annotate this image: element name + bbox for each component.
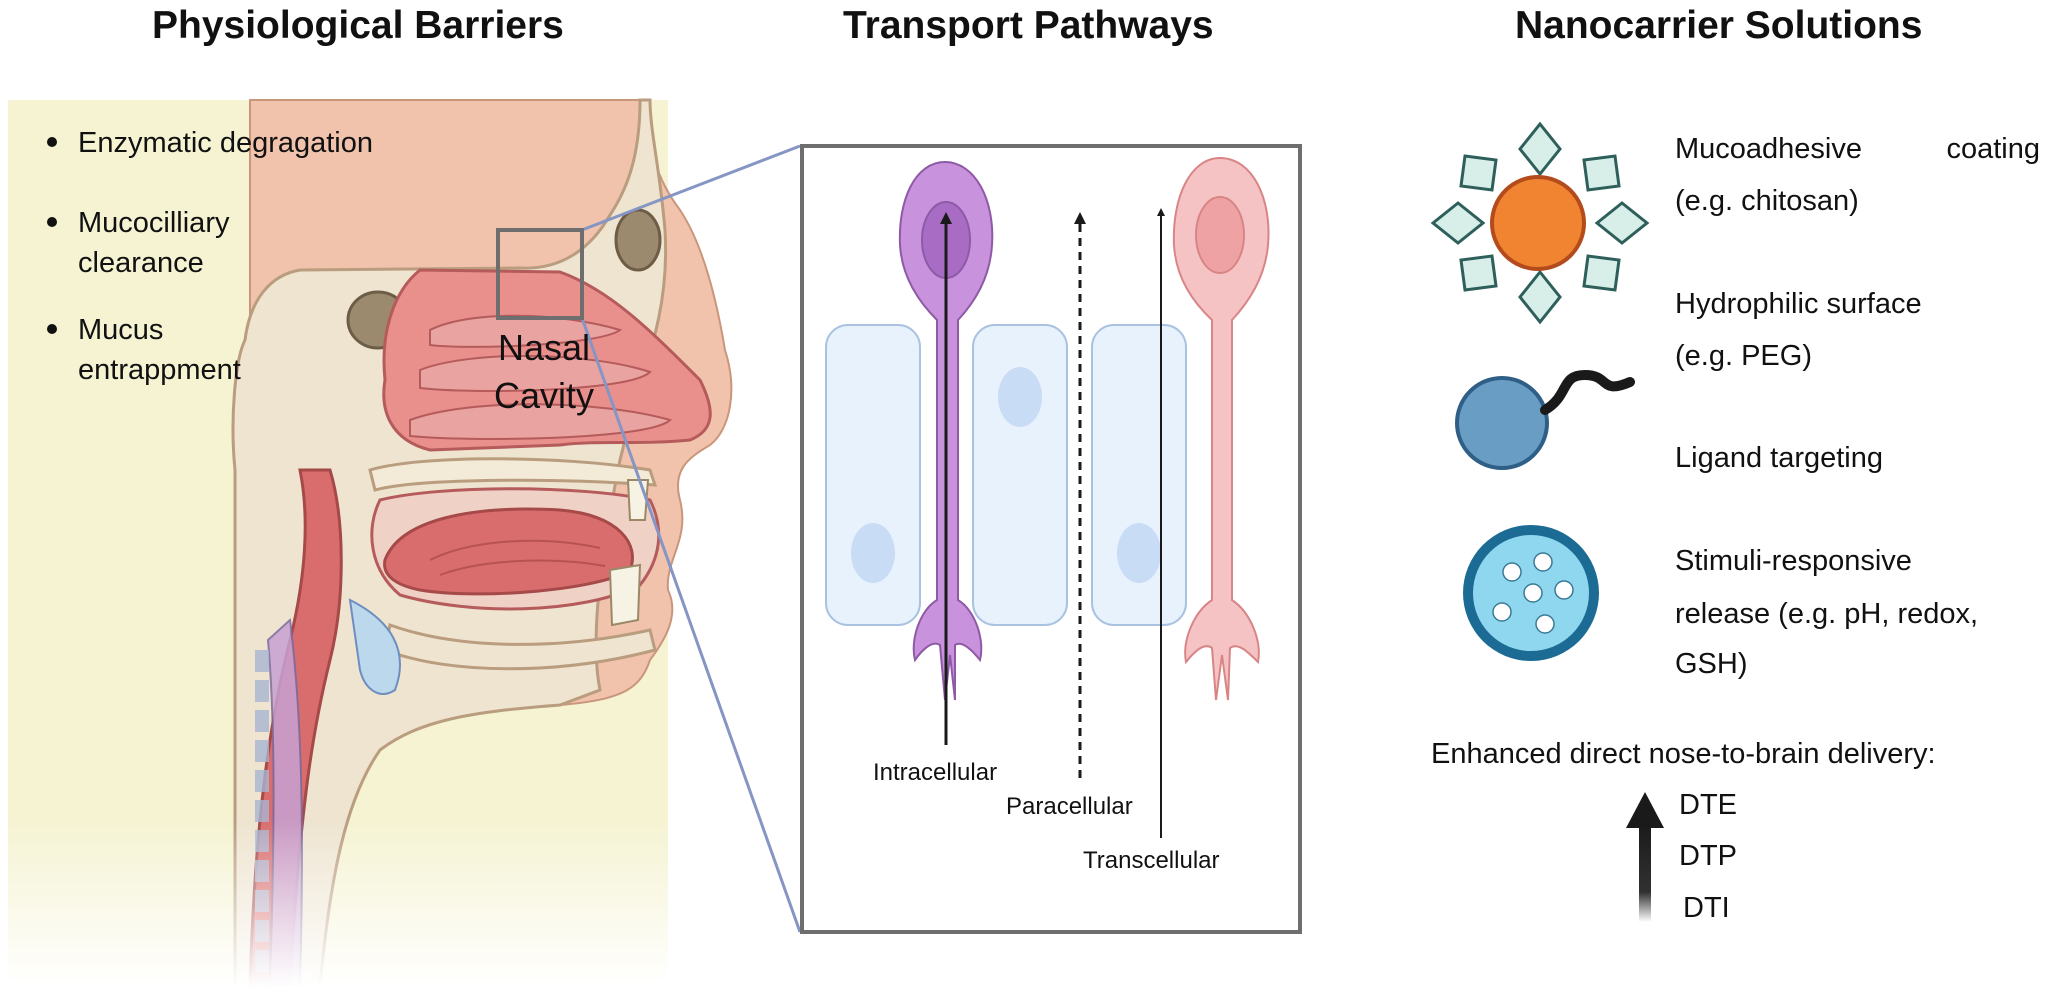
peg-nanoparticle	[1455, 369, 1635, 470]
mucoadhesive-label: Mucoadhesive	[1675, 133, 1862, 165]
hard-palate	[368, 457, 658, 492]
tongue-texture	[429, 539, 606, 576]
lower-tooth	[608, 563, 642, 627]
inferior-turbinate	[409, 403, 672, 440]
transcellular-label: Transcellular	[1083, 847, 1220, 874]
zoom-line-top	[581, 144, 801, 232]
epithelial-cell-1	[825, 324, 921, 626]
metric-dte: DTE	[1679, 789, 1737, 821]
stimuli-label-line3: GSH)	[1675, 648, 1748, 680]
epithelial-nucleus-3	[1117, 523, 1161, 583]
epiglottis	[348, 598, 401, 695]
middle-turbinate	[419, 355, 652, 392]
epithelial-nucleus-2	[998, 367, 1042, 427]
barrier-mucus-line2: entrappment	[78, 354, 241, 386]
mucoadhesive-label-coating: coating	[1946, 133, 2040, 165]
stimuli-nanoparticle	[1463, 525, 1599, 661]
frontal-sinus	[614, 208, 662, 272]
intracellular-label: Intracellular	[873, 759, 997, 786]
heading-physiological-barriers: Physiological Barriers	[152, 4, 564, 47]
delivery-up-arrow	[1626, 792, 1664, 922]
bullet-mucocilliary	[47, 217, 57, 227]
metric-dtp: DTP	[1679, 840, 1737, 872]
barrier-enzymatic: Enzymatic degragation	[78, 127, 373, 159]
olfactory-neuron-pink	[1172, 156, 1270, 701]
barrier-list: Enzymatic degragation Mucocilliary clear…	[47, 127, 373, 386]
barrier-mucocilliary: Mucocilliary	[78, 207, 230, 239]
nasal-zoom-box	[496, 228, 584, 320]
bullet-enzymatic	[47, 137, 57, 147]
barrier-mucocilliary-line2: clearance	[78, 247, 204, 279]
mucoadhesive-example: (e.g. chitosan)	[1675, 185, 1859, 217]
barrier-mucus: Mucus	[78, 314, 163, 346]
superior-turbinate	[429, 314, 623, 348]
heading-nanocarrier-solutions: Nanocarrier Solutions	[1515, 4, 1923, 47]
mucoadhesive-nanoparticle	[1430, 121, 1650, 325]
zoom-indicator: Nasal Cavity	[494, 144, 802, 933]
heading-transport-pathways: Transport Pathways	[843, 4, 1214, 47]
nanoparticle-core	[1490, 175, 1586, 271]
stimuli-label: Stimuli-responsive	[1675, 545, 1912, 577]
zoom-line-bottom	[580, 317, 802, 933]
hydrophilic-label: Hydrophilic surface	[1675, 288, 1922, 320]
delivery-title: Enhanced direct nose-to-brain delivery:	[1431, 738, 1936, 770]
hydrophilic-example: (e.g. PEG)	[1675, 340, 1812, 372]
stimuli-label-line2: release (e.g. pH, redox,	[1675, 598, 1978, 630]
epithelial-cell-3	[1091, 324, 1187, 626]
bottom-fade	[0, 820, 700, 987]
nanocarrier-panel: Mucoadhesive coating (e.g. chitosan) Hyd…	[1430, 121, 2040, 924]
transport-panel: Intracellular Paracellular Transcellular	[800, 144, 1302, 934]
epithelial-nucleus-1	[851, 523, 895, 583]
upper-tooth	[626, 479, 650, 521]
mandible	[383, 623, 657, 671]
nasal-cavity-label-line2: Cavity	[494, 375, 594, 416]
epithelial-cell-2	[972, 324, 1068, 626]
metric-dti: DTI	[1683, 892, 1730, 924]
nasal-cavity-label: Nasal	[498, 327, 590, 368]
ligand-label: Ligand targeting	[1675, 442, 1883, 474]
head-anatomy-illustration	[0, 98, 733, 987]
paracellular-label: Paracellular	[1006, 793, 1133, 820]
bullet-mucus	[47, 324, 57, 334]
